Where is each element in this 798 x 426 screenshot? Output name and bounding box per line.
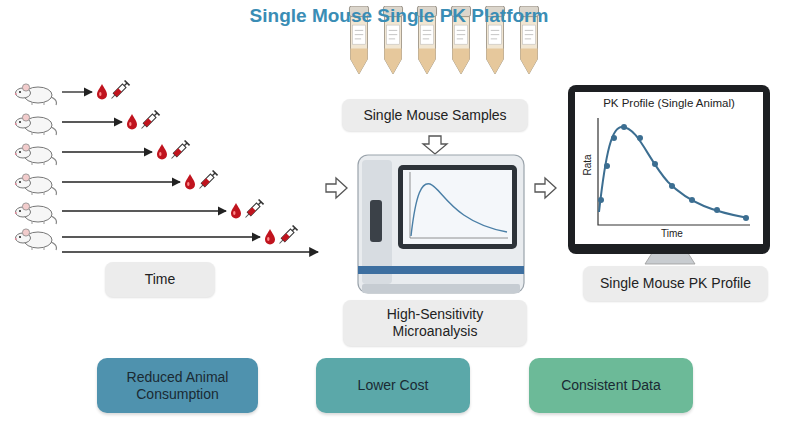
illustration-part: [109, 80, 130, 101]
label-box: Time: [105, 262, 215, 297]
illustration-part: [15, 144, 57, 165]
illustration-part: [362, 284, 520, 293]
illustration-part: [621, 124, 627, 130]
illustration-part: [652, 161, 658, 167]
illustration-part: [743, 215, 749, 221]
illustration-part: [568, 85, 770, 254]
illustration-part: [97, 84, 107, 100]
illustration-part: [410, 172, 508, 238]
illustration-part: [358, 155, 524, 293]
illustration-part: [398, 165, 517, 249]
illustration-part: [62, 210, 226, 211]
label-box: Single Mouse Samples: [342, 99, 528, 131]
illustration-part: [637, 135, 643, 141]
illustration-part: [423, 136, 447, 154]
box-text: Single Mouse PK Profile: [600, 275, 751, 292]
illustration-part: [362, 160, 392, 284]
illustration-part: [231, 203, 241, 219]
illustration-part: [575, 92, 763, 244]
illustration-part: [15, 229, 57, 250]
illustration-part: [62, 91, 92, 92]
illustration-part: [15, 174, 57, 195]
illustration-part: [604, 163, 610, 169]
illustration-part: [62, 121, 122, 122]
illustration-part: [265, 229, 275, 245]
box-text: Reduced Animal Consumption: [105, 369, 250, 403]
analyzer-instrument: [358, 155, 524, 293]
illustration-part: [611, 135, 617, 141]
box-text: Time: [145, 271, 176, 288]
illustration-part: [62, 251, 318, 252]
illustration-part: [15, 84, 57, 105]
illustration-part: [197, 170, 218, 191]
mouse-timeline: [15, 80, 318, 252]
illustration-part: [326, 178, 347, 198]
monitor: [568, 85, 770, 264]
illustration-part: [243, 199, 264, 220]
illustration-part: [598, 118, 750, 225]
illustration-part: [598, 197, 604, 203]
box-text: Single Mouse Samples: [363, 107, 506, 124]
illustration-part: [62, 151, 152, 152]
box-text: High-Sensitivity Microanalysis: [351, 306, 519, 340]
chart-title: PK Profile (Single Animal): [603, 97, 735, 109]
illustration-part: [714, 207, 720, 213]
benefit-box: Reduced Animal Consumption: [97, 358, 258, 413]
illustration-part: [411, 184, 507, 236]
illustration-part: [669, 183, 675, 189]
benefit-box: Consistent Data: [529, 358, 693, 413]
box-text: Consistent Data: [561, 377, 661, 394]
illustration-part: [169, 140, 190, 161]
illustration-part: [157, 144, 167, 160]
illustration-part: [370, 200, 382, 242]
axis-label: Time: [661, 228, 683, 239]
illustration-part: [62, 236, 260, 237]
label-box: High-Sensitivity Microanalysis: [343, 300, 527, 346]
illustration-part: [139, 110, 160, 131]
label-box: Single Mouse PK Profile: [583, 266, 768, 301]
illustration-part: [645, 253, 695, 264]
illustration-part: [185, 174, 195, 190]
illustration-part: [689, 197, 695, 203]
illustration-part: [127, 114, 137, 130]
benefit-box: Lower Cost: [316, 358, 470, 413]
illustration-part: [598, 124, 749, 221]
illustration-part: [535, 178, 556, 198]
illustration-part: [15, 203, 57, 224]
illustration-part: [358, 266, 524, 274]
illustration-part: [277, 225, 298, 246]
axis-label: Rata: [582, 154, 593, 175]
illustration-part: [15, 114, 57, 135]
box-text: Lower Cost: [358, 377, 429, 394]
illustration-part: [62, 181, 180, 182]
illustration-part: [599, 127, 748, 218]
illustration-part: [403, 170, 512, 244]
diagram-title: Single Mouse Single PK Platform: [0, 5, 798, 27]
